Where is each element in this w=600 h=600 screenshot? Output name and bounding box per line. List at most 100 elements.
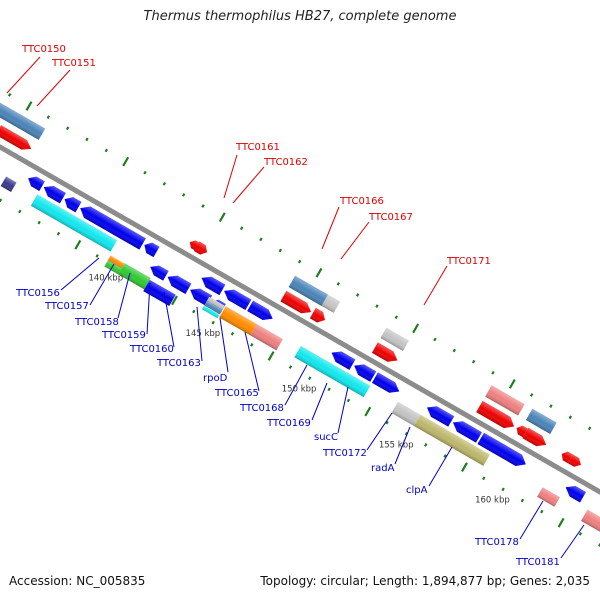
gene-feature[interactable] — [485, 385, 525, 416]
gene-feature[interactable] — [537, 487, 560, 507]
gene-label-reverse[interactable]: TTC0169 — [266, 418, 311, 429]
gene-feature[interactable] — [371, 372, 402, 396]
gene-feature[interactable] — [199, 273, 226, 296]
leader-line — [60, 257, 100, 291]
gene-feature[interactable] — [148, 262, 169, 281]
gene-label-forward[interactable]: TTC0161 — [235, 142, 280, 153]
scale-tick — [162, 181, 167, 186]
leader-line — [244, 331, 260, 392]
gene-feature[interactable] — [329, 347, 356, 370]
leader-line — [163, 291, 175, 348]
gene-feature[interactable] — [201, 305, 220, 319]
scale-tick — [25, 101, 33, 111]
gene-feature[interactable] — [414, 414, 490, 466]
gene-label-reverse[interactable]: TTC0158 — [74, 317, 119, 328]
gene-label-reverse[interactable]: TTC0157 — [44, 301, 89, 312]
gene-feature[interactable] — [514, 424, 528, 438]
scale-tick — [482, 476, 486, 481]
gene-feature[interactable] — [321, 294, 341, 313]
gene-feature[interactable] — [580, 509, 600, 536]
scale-label: 160 kbp — [475, 496, 510, 506]
leader-line — [223, 154, 238, 199]
genome-backbone — [0, 134, 600, 509]
scale-tick — [211, 320, 215, 325]
gene-feature[interactable] — [288, 275, 329, 306]
gene-feature[interactable] — [107, 255, 125, 269]
gene-feature[interactable] — [247, 300, 276, 324]
gene-label-forward[interactable]: TTC0167 — [368, 212, 413, 223]
gene-feature[interactable] — [525, 408, 557, 434]
gene-feature[interactable] — [143, 279, 176, 307]
gene-feature[interactable] — [424, 402, 455, 427]
gene-label-forward[interactable]: TTC0171 — [446, 256, 491, 267]
scale-tick — [336, 282, 341, 286]
gene-label-reverse[interactable]: radA — [371, 463, 395, 474]
scale-tick — [491, 370, 495, 375]
gene-feature[interactable] — [30, 194, 118, 252]
scale-tick — [315, 267, 323, 278]
gene-label-forward[interactable]: TTC0162 — [263, 157, 308, 168]
gene-feature[interactable] — [77, 202, 146, 250]
gene-feature[interactable] — [476, 400, 517, 432]
gene-label-reverse[interactable]: TTC0163 — [156, 358, 201, 369]
gene-label-forward[interactable]: TTC0151 — [51, 58, 96, 69]
gene-feature[interactable] — [477, 432, 529, 470]
gene-label-reverse[interactable]: rpoD — [203, 373, 228, 384]
gene-label-reverse[interactable]: TTC0178 — [474, 537, 519, 548]
gene-feature[interactable] — [391, 401, 421, 427]
gene-label-reverse[interactable]: TTC0160 — [129, 344, 174, 355]
gene-feature[interactable] — [280, 290, 314, 317]
gene-feature[interactable] — [563, 482, 587, 503]
leader-line — [232, 166, 265, 204]
gene-label-reverse[interactable]: TTC0165 — [214, 388, 259, 399]
gene-feature[interactable] — [371, 342, 401, 365]
gene-label-reverse[interactable]: TTC0168 — [239, 403, 284, 414]
scale-tick — [250, 342, 254, 347]
gene-feature[interactable] — [188, 238, 201, 252]
gene-feature[interactable] — [206, 296, 225, 311]
gene-feature[interactable] — [118, 263, 151, 290]
scale-tick — [85, 137, 89, 142]
gene-feature[interactable] — [567, 454, 583, 470]
gene-feature[interactable] — [0, 125, 34, 153]
gene-feature[interactable] — [193, 241, 210, 257]
leader-line — [89, 263, 115, 306]
gene-feature[interactable] — [221, 286, 252, 311]
scale-tick — [385, 420, 389, 425]
gene-label-reverse[interactable]: TTC0156 — [15, 288, 60, 299]
scale-tick — [364, 406, 372, 417]
gene-feature[interactable] — [380, 327, 409, 352]
gene-feature[interactable] — [165, 272, 192, 294]
gene-label-reverse[interactable]: clpA — [406, 485, 428, 496]
gene-feature[interactable] — [141, 240, 160, 258]
gene-feature[interactable] — [250, 324, 283, 351]
gene-label-forward[interactable]: TTC0166 — [339, 196, 384, 207]
scale-tick — [508, 379, 516, 389]
gene-feature[interactable] — [0, 176, 17, 192]
gene-feature[interactable] — [522, 427, 549, 450]
gene-feature[interactable] — [559, 450, 573, 464]
gene-feature[interactable] — [204, 301, 223, 315]
gene-label-reverse[interactable]: sucC — [314, 432, 338, 443]
gene-feature[interactable] — [25, 173, 45, 191]
gene-label-forward[interactable]: TTC0150 — [21, 44, 66, 55]
gene-feature[interactable] — [351, 360, 377, 382]
gene-feature[interactable] — [0, 101, 46, 140]
gene-label-reverse[interactable]: TTC0159 — [101, 330, 146, 341]
gene-label-reverse[interactable]: TTC0181 — [515, 557, 560, 568]
leader-line — [219, 317, 229, 373]
scale-tick — [443, 454, 447, 458]
scale-tick — [104, 148, 109, 153]
gene-feature[interactable] — [450, 417, 482, 443]
gene-feature[interactable] — [104, 260, 122, 275]
scale-tick — [540, 509, 544, 514]
gene-label-reverse[interactable]: TTC0172 — [322, 448, 367, 459]
gene-feature[interactable] — [62, 194, 82, 213]
leader-line — [428, 446, 453, 487]
scale-tick — [529, 393, 534, 397]
gene-feature[interactable] — [41, 182, 66, 204]
gene-feature[interactable] — [219, 306, 257, 336]
gene-feature[interactable] — [294, 345, 371, 398]
gene-feature[interactable] — [309, 307, 328, 325]
